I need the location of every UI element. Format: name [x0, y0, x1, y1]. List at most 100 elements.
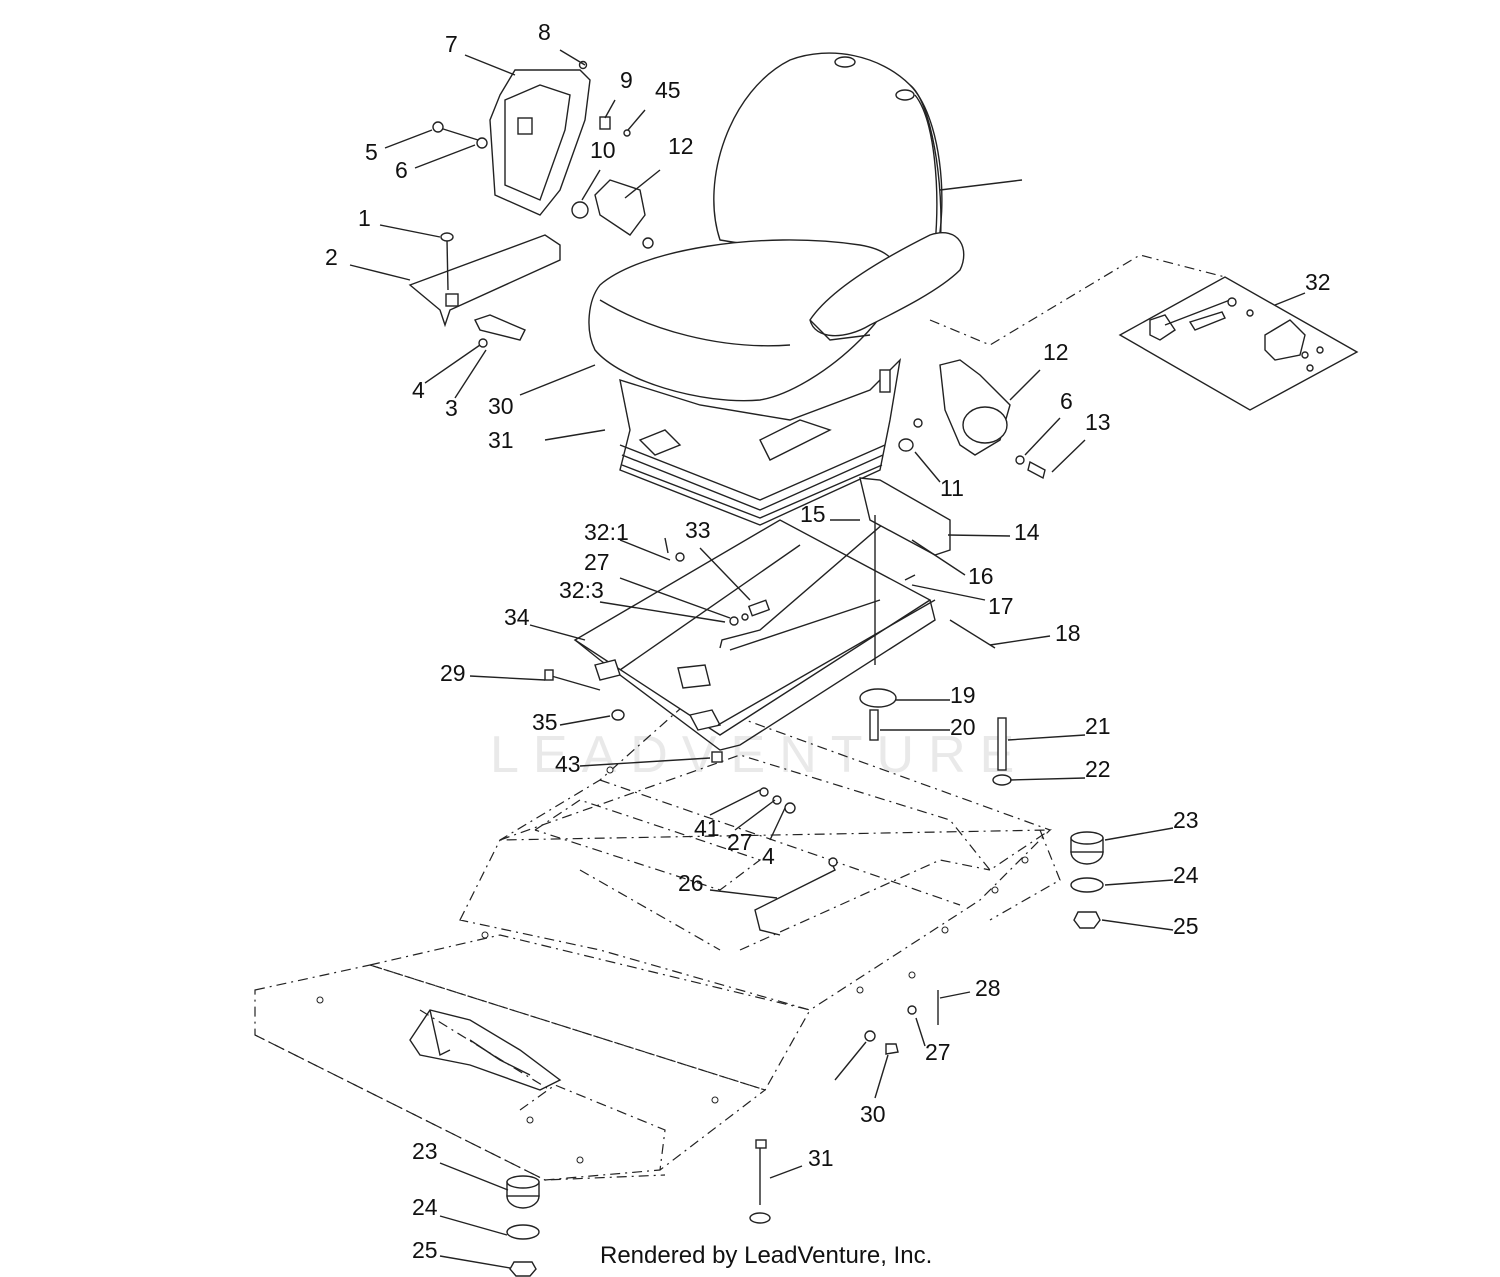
leader-line — [454, 349, 487, 399]
seat-belt-retractor-right — [913, 359, 1046, 480]
leader-line — [1051, 439, 1086, 473]
leader-line — [379, 224, 441, 238]
seat-assembly — [588, 52, 965, 526]
leader-line — [439, 1255, 511, 1269]
leader-line — [439, 1215, 508, 1236]
leader-line — [834, 1041, 867, 1081]
callout-label: 1 — [358, 205, 371, 231]
callout-label: 24 — [1173, 862, 1199, 888]
leader-line — [709, 889, 778, 899]
callout-label: 13 — [1085, 409, 1111, 435]
callout-label: 30 — [860, 1101, 886, 1127]
leader-line — [519, 364, 596, 396]
leader-line — [619, 539, 671, 561]
callout-label: 25 — [412, 1237, 438, 1263]
callout-label: 19 — [950, 682, 976, 708]
leader-line — [469, 675, 546, 681]
leader-line — [624, 169, 661, 199]
callout-label: 28 — [975, 975, 1001, 1001]
callout-label: 4 — [412, 377, 425, 403]
callout-label: 10 — [590, 137, 616, 163]
leader-line — [1024, 417, 1061, 456]
leader-line — [424, 344, 481, 384]
callout-label: 43 — [555, 751, 581, 777]
leader-line — [464, 54, 516, 76]
callout-label: 24 — [412, 1194, 438, 1220]
leader-line — [1007, 734, 1086, 741]
callout-label: 16 — [968, 563, 994, 589]
callout-label: 17 — [988, 593, 1014, 619]
leader-line — [911, 539, 966, 576]
callout-label: 2 — [325, 244, 338, 270]
seat-belt-buckle-left — [571, 179, 654, 249]
callout-label: 9 — [620, 67, 633, 93]
leader-line — [581, 169, 601, 201]
callout-label: 31 — [488, 427, 514, 453]
callout-label: 4 — [762, 843, 775, 869]
callout-leaders — [349, 49, 1306, 1269]
seat-plate-fasteners — [544, 669, 1012, 814]
callout-label: 41 — [694, 815, 720, 841]
seat-switch-bracket — [409, 1009, 562, 1091]
leader-line — [1009, 369, 1041, 401]
seat-plate — [573, 477, 996, 751]
leader-line — [1104, 827, 1174, 841]
callout-label: 26 — [678, 870, 704, 896]
leader-line — [769, 1165, 803, 1179]
callout-label: 6 — [395, 157, 408, 183]
callout-label: 32:3 — [559, 577, 604, 603]
callout-label: 29 — [440, 660, 466, 686]
callout-label: 27 — [584, 549, 610, 575]
callout-label: 14 — [1014, 519, 1040, 545]
leader-line — [1104, 879, 1174, 886]
frame-holes — [316, 766, 1029, 1164]
isolator-mount-right — [1070, 831, 1104, 929]
footer-credit: Rendered by LeadVenture, Inc. — [600, 1242, 932, 1269]
leader-line — [914, 451, 941, 483]
fasteners-upper — [432, 116, 914, 452]
callout-label: 25 — [1173, 913, 1199, 939]
leader-line — [1009, 777, 1086, 781]
callout-label: 34 — [504, 604, 530, 630]
leader-line — [559, 49, 586, 66]
frame-phantom — [254, 699, 1061, 1181]
leader-line — [1101, 919, 1174, 931]
callout-label: 3 — [445, 395, 458, 421]
seat-switch-inset — [929, 254, 1359, 411]
callout-label: 30 — [488, 393, 514, 419]
leader-line — [947, 534, 1011, 537]
watermark: LEADVENTURE — [490, 726, 1028, 784]
callout-label: 35 — [532, 709, 558, 735]
leader-line — [349, 264, 411, 281]
leader-line — [579, 757, 711, 767]
callout-label: 6 — [1060, 388, 1073, 414]
leader-line — [384, 129, 433, 149]
mount-plate — [408, 232, 561, 348]
callout-label: 21 — [1085, 713, 1111, 739]
callout-label: 33 — [685, 517, 711, 543]
callout-label: 45 — [655, 77, 681, 103]
belt-bracket-left — [489, 60, 591, 216]
leader-line — [1274, 292, 1306, 306]
callout-label: 22 — [1085, 756, 1111, 782]
leader-line — [769, 807, 786, 841]
leader-line — [989, 635, 1051, 646]
callout-label: 32:1 — [584, 519, 629, 545]
callout-label: 32 — [1305, 269, 1331, 295]
callout-label: 7 — [445, 31, 458, 57]
callout-label: 5 — [365, 139, 378, 165]
leader-line — [734, 799, 776, 831]
callout-label: 8 — [538, 19, 551, 45]
leader-line — [874, 1054, 889, 1099]
leader-line — [699, 547, 751, 601]
leader-line — [939, 991, 971, 999]
callout-label: 20 — [950, 714, 976, 740]
callout-label: 11 — [940, 475, 964, 501]
callout-label: 27 — [925, 1039, 951, 1065]
isolator-mount-left — [506, 990, 939, 1277]
callout-label: 15 — [800, 501, 826, 527]
leader-line — [709, 789, 761, 816]
